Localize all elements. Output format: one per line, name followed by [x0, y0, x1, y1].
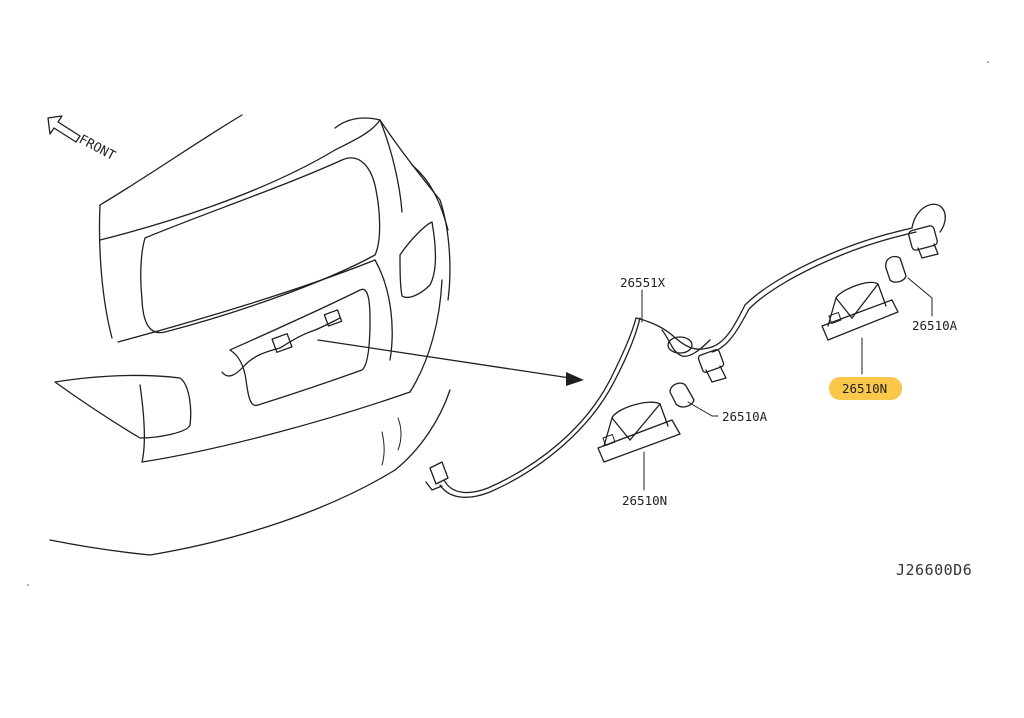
harness-26551X — [425, 203, 946, 498]
callout-bulb-left-26510A[interactable]: 26510A — [722, 409, 768, 424]
front-direction-label: FRONT — [76, 132, 118, 164]
callout-lamp-right-26510N[interactable]: 26510N — [842, 381, 887, 396]
lamp-assembly-left — [597, 401, 681, 463]
callout-highlight — [829, 377, 902, 400]
arrow-head-icon — [566, 372, 584, 386]
stray-mark — [27, 584, 29, 586]
callout-bulb-right-26510A[interactable]: 26510A — [912, 318, 958, 333]
harness-on-vehicle — [221, 309, 343, 377]
callout-harness-26551X[interactable]: 26551X — [620, 275, 666, 290]
drawing-code: J26600D6 — [896, 561, 972, 579]
vehicle-rear-outline — [49, 114, 451, 556]
callout-lamp-left-26510N[interactable]: 26510N — [622, 493, 667, 508]
stray-mark — [987, 61, 989, 63]
front-direction-arrow-icon — [47, 115, 81, 143]
lamp-assembly-right — [821, 281, 899, 341]
pointer-arrow — [317, 339, 584, 386]
leader-lines — [641, 277, 933, 491]
bulb-right — [885, 255, 907, 283]
bulb-left — [669, 382, 695, 408]
